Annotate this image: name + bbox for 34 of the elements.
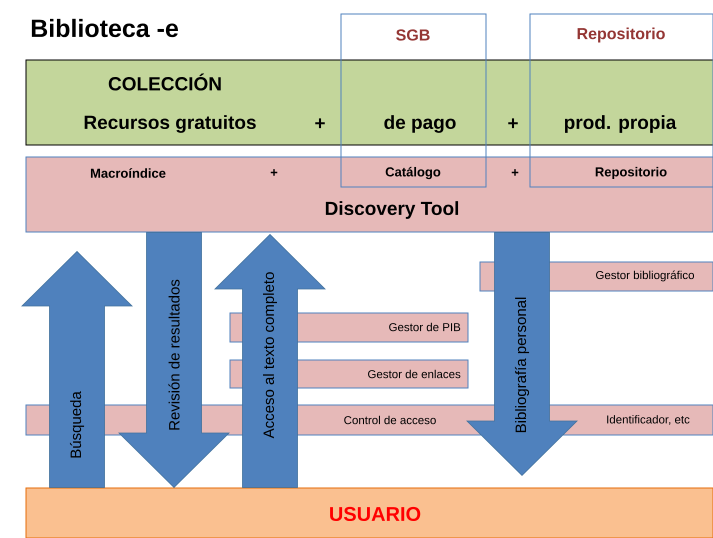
bar-label: Identificador, etc [607, 415, 690, 425]
discovery-band [26, 156, 713, 232]
bar-label: Gestor de PIB [389, 322, 460, 332]
block-arrow [214, 234, 326, 488]
column-text: Catálogo [386, 166, 440, 180]
band-text: + [315, 118, 325, 128]
band-text: Discovery Tool [326, 201, 458, 219]
band-text: + [270, 169, 278, 176]
column-text: de pago [384, 115, 456, 133]
block-arrow [466, 232, 578, 476]
block-arrow [118, 232, 230, 488]
user-band [26, 487, 713, 538]
column-frame [340, 14, 486, 188]
bar-label: Control de acceso [344, 416, 436, 424]
bar-label: Gestor bibliográfico [596, 270, 694, 282]
edge-label: Búsqueda [70, 391, 84, 458]
column-text: Repositorio [596, 166, 667, 180]
collection-band [26, 60, 713, 146]
edge-label: Acceso al texto completo [263, 272, 277, 438]
column-text: SGB [396, 29, 430, 41]
title: Biblioteca -e [32, 18, 178, 38]
edge-label: Revisión de resultados [168, 280, 180, 430]
column-frame [530, 14, 713, 188]
band-text: + [508, 118, 518, 128]
block-arrow [21, 250, 133, 488]
band-text: COLECCIÓN [108, 74, 221, 90]
band-text: + [512, 169, 518, 176]
band-text: Recursos gratuitos [84, 115, 256, 133]
edge-label: Bibliografía personal [514, 298, 530, 432]
band-title: USUARIO [330, 506, 420, 522]
column-text: prod. propia [564, 115, 676, 133]
column-text: Repositorio [578, 28, 665, 42]
band-text: Macroíndice [90, 168, 166, 178]
bar-label: Gestor de enlaces [368, 370, 460, 378]
